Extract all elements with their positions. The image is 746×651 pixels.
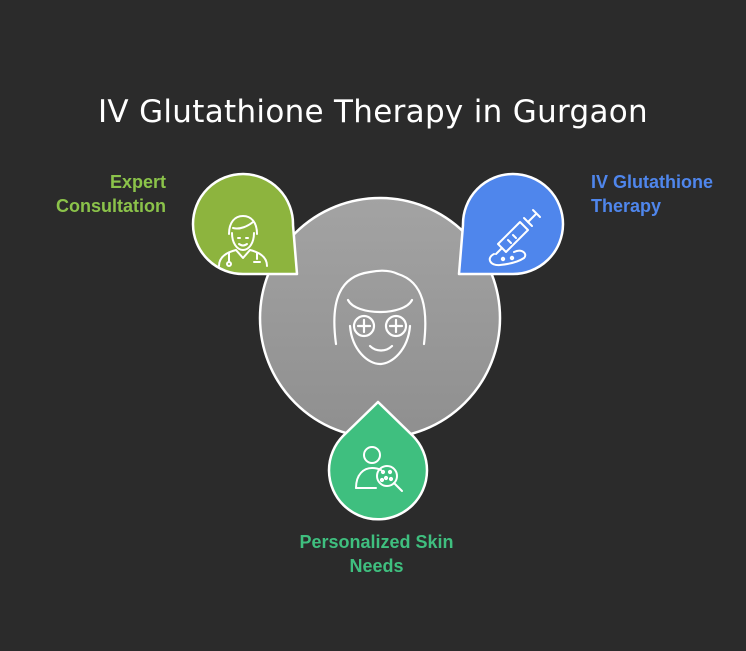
diagram-title: IV Glutathione Therapy in Gurgaon	[97, 94, 649, 130]
iv-glutathione-therapy-drop	[457, 172, 565, 276]
label-line: Expert	[109, 172, 166, 192]
node-iv-glutathione-therapy	[457, 172, 565, 276]
node-personalized-skin-needs	[327, 400, 429, 521]
label-line: IV Glutathione	[591, 172, 714, 192]
expert-consultation-drop	[191, 172, 299, 276]
node-expert-consultation	[191, 172, 299, 276]
face-mask-icon	[333, 269, 427, 366]
syringe-icon	[488, 209, 541, 267]
label-personalized-skin-needs: Personalized Skin Needs	[0, 530, 746, 578]
skin-analysis-icon	[355, 446, 403, 492]
label-expert-consultation: Expert Consultation	[56, 170, 166, 218]
label-iv-glutathione-therapy: IV Glutathione Therapy	[591, 170, 713, 218]
doctor-icon	[218, 215, 268, 267]
label-line: Needs	[349, 556, 404, 576]
label-line: Consultation	[56, 196, 166, 216]
label-line: Therapy	[591, 196, 662, 216]
label-line: Personalized Skin	[299, 532, 454, 552]
